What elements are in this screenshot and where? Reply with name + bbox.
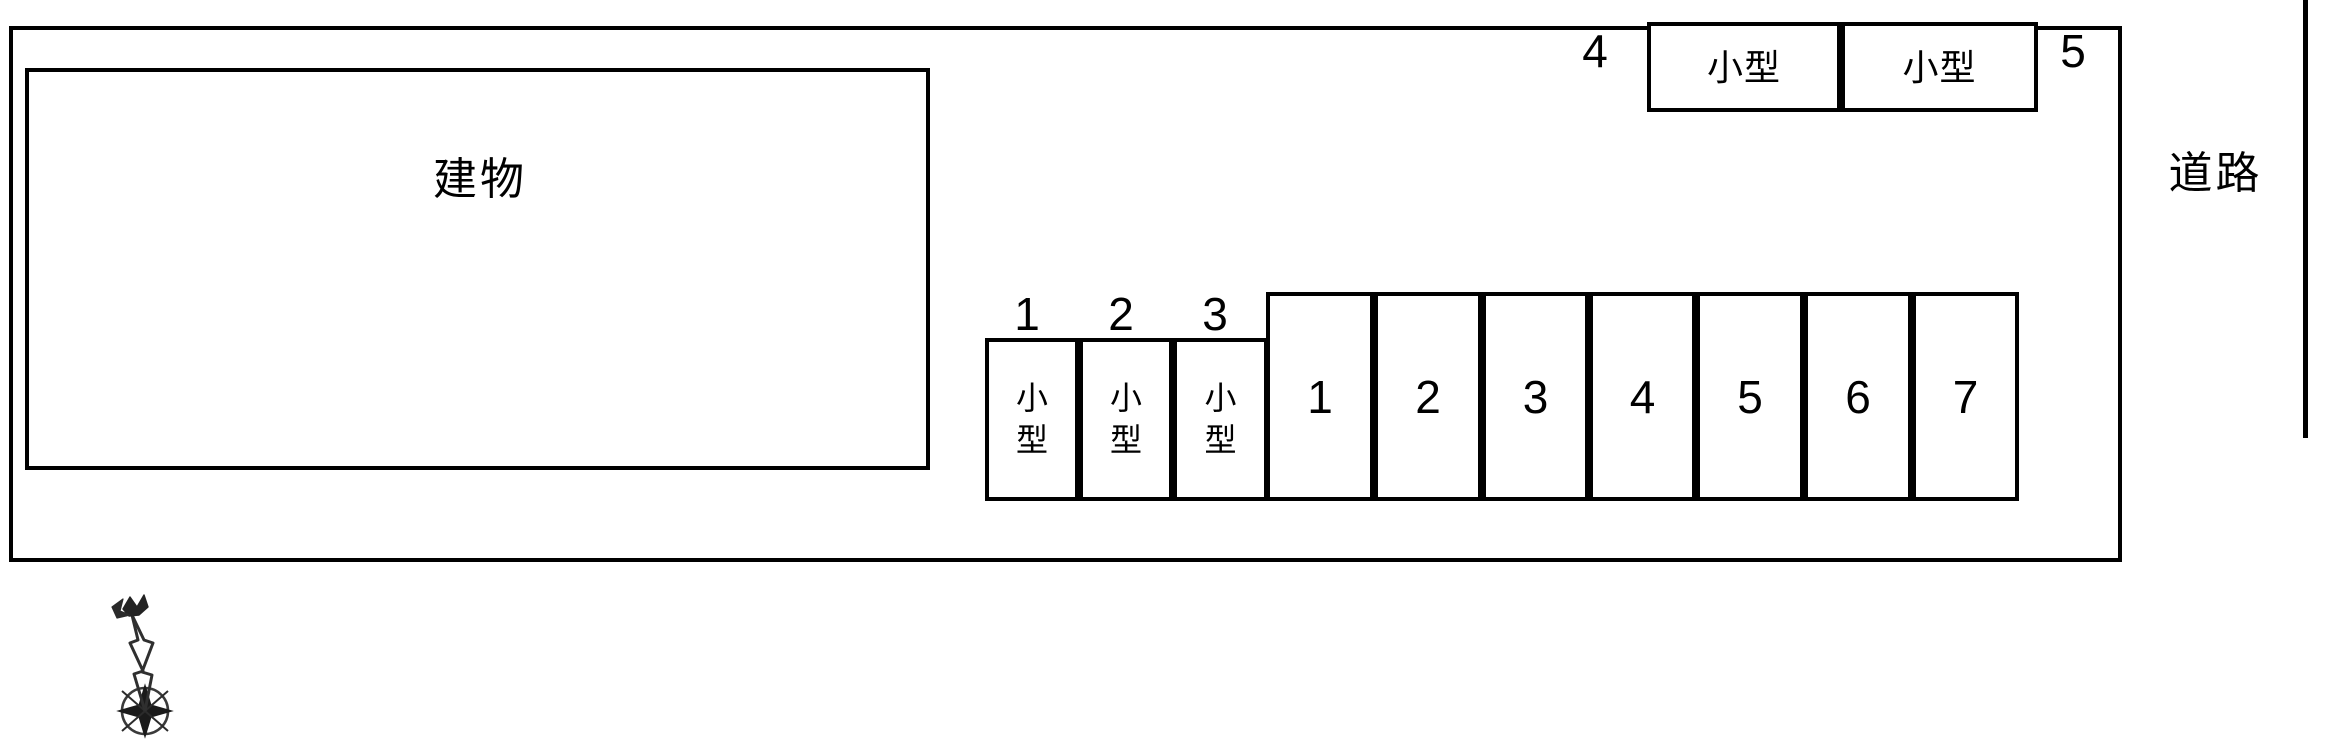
upper-compact-stall-2[interactable]: 小型 <box>1841 22 2038 112</box>
standard-stall-7[interactable]: 7 <box>1912 292 2019 501</box>
standard-stall-1[interactable]: 1 <box>1266 292 1374 501</box>
compact-stall-3-label: 小型 <box>1204 379 1237 458</box>
compact-stall-1-label: 小型 <box>1015 379 1048 458</box>
standard-stall-4[interactable]: 4 <box>1589 292 1696 501</box>
standard-stall-3-label: 3 <box>1522 370 1549 423</box>
compact-stall-2[interactable]: 小型 <box>1079 338 1173 501</box>
compact-stall-number-1: 1 <box>1014 288 1040 340</box>
standard-stall-6-label: 6 <box>1845 370 1871 423</box>
building-label: 建物 <box>433 155 527 204</box>
compact-stall-3[interactable]: 小型 <box>1173 338 1268 501</box>
standard-stall-7-label: 7 <box>1952 370 1979 423</box>
building-rect <box>25 68 930 470</box>
standard-stall-5[interactable]: 5 <box>1696 292 1804 501</box>
road-label: 道路 <box>2168 149 2263 198</box>
road-boundary-line <box>2303 0 2308 438</box>
standard-stall-2[interactable]: 2 <box>1374 292 1482 501</box>
standard-stall-1-label: 1 <box>1307 370 1333 423</box>
upper-compact-stall-1-label: 小型 <box>1706 46 1781 88</box>
upper-row-number-5: 5 <box>2060 25 2086 77</box>
compact-stall-2-label: 小型 <box>1109 379 1142 458</box>
standard-stall-4-label: 4 <box>1629 370 1656 423</box>
standard-stall-2-label: 2 <box>1415 370 1441 423</box>
compass-north-icon <box>60 585 190 750</box>
standard-stall-5-label: 5 <box>1737 370 1763 423</box>
compact-stall-1[interactable]: 小型 <box>985 338 1079 501</box>
compact-stall-number-2: 2 <box>1108 288 1134 340</box>
upper-compact-stall-2-label: 小型 <box>1902 46 1977 88</box>
standard-stall-6[interactable]: 6 <box>1804 292 1912 501</box>
upper-compact-stall-1[interactable]: 小型 <box>1647 22 1841 112</box>
upper-row-number-4: 4 <box>1582 25 1608 77</box>
site-boundary-rect <box>9 26 2122 562</box>
compact-stall-number-3: 3 <box>1202 288 1228 340</box>
standard-stall-3[interactable]: 3 <box>1482 292 1589 501</box>
